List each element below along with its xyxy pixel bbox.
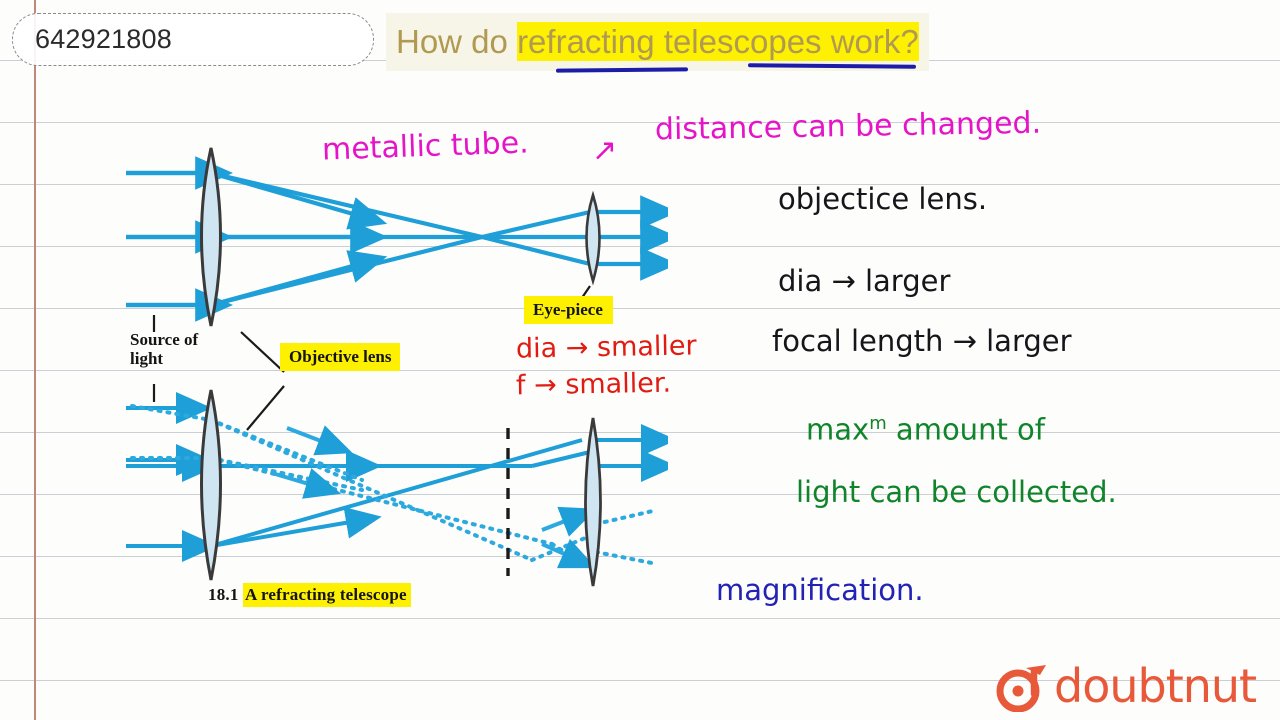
label-source-of-light: Source of light (130, 330, 198, 368)
eyepiece-lens-lower (584, 417, 602, 587)
label-eye-piece: Eye-piece (524, 296, 613, 325)
max-prefix: max (806, 412, 870, 447)
annotation-focal-length-larger: focal length → larger (772, 324, 1072, 358)
eyepiece-lens-upper (585, 190, 601, 286)
doubtnut-wordmark: doubtnut (1054, 659, 1257, 713)
annotation-distance-can-be-changed: distance can be changed. (654, 105, 1042, 148)
annotation-magnification: magnification. (716, 573, 924, 607)
question-id-text: 642921808 (35, 24, 172, 54)
notebook-margin-line (34, 0, 36, 720)
annotation-objective-lens-note: objectice lens. (778, 182, 988, 216)
annotation-light-can-be-collected: light can be collected. (796, 475, 1117, 509)
question-title-bar: How do refracting telescopes work? (386, 13, 929, 71)
max-superscript: m (869, 413, 887, 434)
title-highlighted-text: refracting telescopes work? (517, 22, 919, 61)
annotation-arrow-to-distance: ↗ (592, 133, 618, 168)
annotation-max-amount-of: maxm amount of (806, 415, 1045, 445)
doubtnut-logo: doubtnut (996, 659, 1257, 713)
page-title: How do refracting telescopes work? (396, 22, 919, 61)
caption-number: 18.1 (208, 585, 243, 604)
doubtnut-mark-icon (996, 660, 1048, 713)
caption-highlighted-text: A refracting telescope (243, 583, 411, 607)
question-id-box: 642921808 (12, 13, 374, 66)
annotation-metallic-tube: metallic tube. (321, 125, 530, 168)
label-objective-lens: Objective lens (280, 343, 401, 372)
max-rest: amount of (886, 412, 1045, 447)
title-underline-stroke-1 (555, 67, 689, 73)
annotation-dia-larger: dia → larger (778, 264, 951, 298)
source-label-line1: Source of (130, 330, 199, 349)
title-prefix: How do (396, 23, 518, 60)
annotation-f-smaller: f → smaller. (515, 367, 672, 402)
source-label-line2: light (130, 349, 164, 369)
figure-caption: 18.1 A refracting telescope (208, 583, 411, 607)
annotation-dia-smaller: dia → smaller (515, 330, 697, 365)
